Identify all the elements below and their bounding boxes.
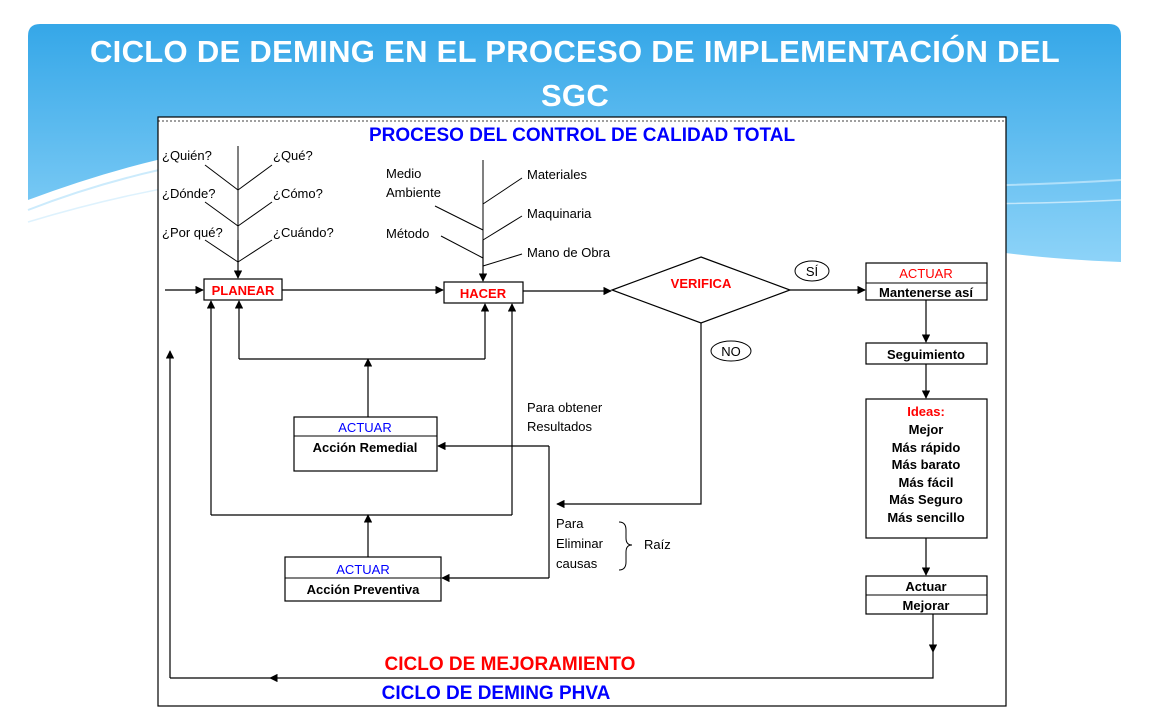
no-label: NO — [721, 344, 741, 359]
diagram-title: PROCESO DEL CONTROL DE CALIDAD TOTAL — [369, 125, 796, 146]
factors-tree — [434, 160, 523, 268]
actuar-remedial-subtitle: Acción Remedial — [313, 440, 418, 455]
yes-oval — [794, 260, 830, 282]
yes-label: SÍ — [806, 264, 819, 279]
results-note-line-1: Para obtener — [527, 400, 603, 415]
actuar-ok-subtitle: Mantenerse así — [879, 285, 973, 300]
root-cause-note-line-1: Para — [556, 516, 584, 531]
actuar-ok-box — [865, 262, 988, 301]
hacer-box — [443, 281, 524, 304]
planning-questions-tree — [204, 146, 273, 268]
question-where: ¿Dónde? — [162, 186, 215, 201]
root-cause-note-line-2: Eliminar — [556, 536, 604, 551]
diagram-frame — [157, 116, 1007, 707]
no-oval — [710, 340, 752, 362]
flow-connectors — [165, 240, 938, 683]
factor-materials: Materiales — [527, 167, 587, 182]
ideas-title: Ideas: — [907, 404, 945, 419]
actuar-ok-title: ACTUAR — [899, 266, 952, 281]
seguimiento-label: Seguimiento — [887, 347, 965, 362]
question-why: ¿Por qué? — [162, 225, 223, 240]
idea-item: Más rápido — [892, 440, 961, 455]
actuar-mejorar-title: Actuar — [905, 579, 946, 594]
idea-item: Más sencillo — [887, 510, 964, 525]
actuar-preventiva-box — [284, 556, 442, 602]
cycle-label-improvement: CICLO DE MEJORAMIENTO — [385, 654, 636, 675]
actuar-preventiva-subtitle: Acción Preventiva — [307, 582, 420, 597]
root-cause-note-line-3: causas — [556, 556, 598, 571]
slide-title: CICLO DE DEMING EN EL PROCESO DE IMPLEME… — [89, 34, 1061, 113]
factor-environment-line-1: Medio — [386, 166, 421, 181]
question-when: ¿Cuándo? — [273, 225, 334, 240]
actuar-mejorar-subtitle: Mejorar — [903, 598, 950, 613]
results-note-line-2: Resultados — [527, 419, 593, 434]
idea-item: Más barato — [892, 457, 961, 472]
actuar-remedial-box — [293, 416, 438, 472]
factor-method: Método — [386, 226, 429, 241]
question-what: ¿Qué? — [273, 148, 313, 163]
actuar-remedial-title: ACTUAR — [338, 420, 391, 435]
question-how: ¿Cómo? — [273, 186, 323, 201]
question-who: ¿Quién? — [162, 148, 212, 163]
root-cause-label: Raíz — [644, 537, 671, 552]
idea-item: Mejor — [909, 422, 944, 437]
hacer-label: HACER — [460, 286, 507, 301]
idea-item: Más Seguro — [889, 492, 963, 507]
ideas-box — [865, 398, 988, 539]
factor-labor: Mano de Obra — [527, 245, 611, 260]
actuar-preventiva-title: ACTUAR — [336, 562, 389, 577]
factor-machinery: Maquinaria — [527, 206, 592, 221]
factor-environment-line-2: Ambiente — [386, 185, 441, 200]
verifica-label: VERIFICA — [671, 276, 732, 291]
idea-item: Más fácil — [899, 475, 954, 490]
root-cause-brace — [618, 521, 633, 571]
planear-label: PLANEAR — [212, 283, 275, 298]
cycle-label-deming: CICLO DE DEMING PHVA — [382, 683, 611, 704]
